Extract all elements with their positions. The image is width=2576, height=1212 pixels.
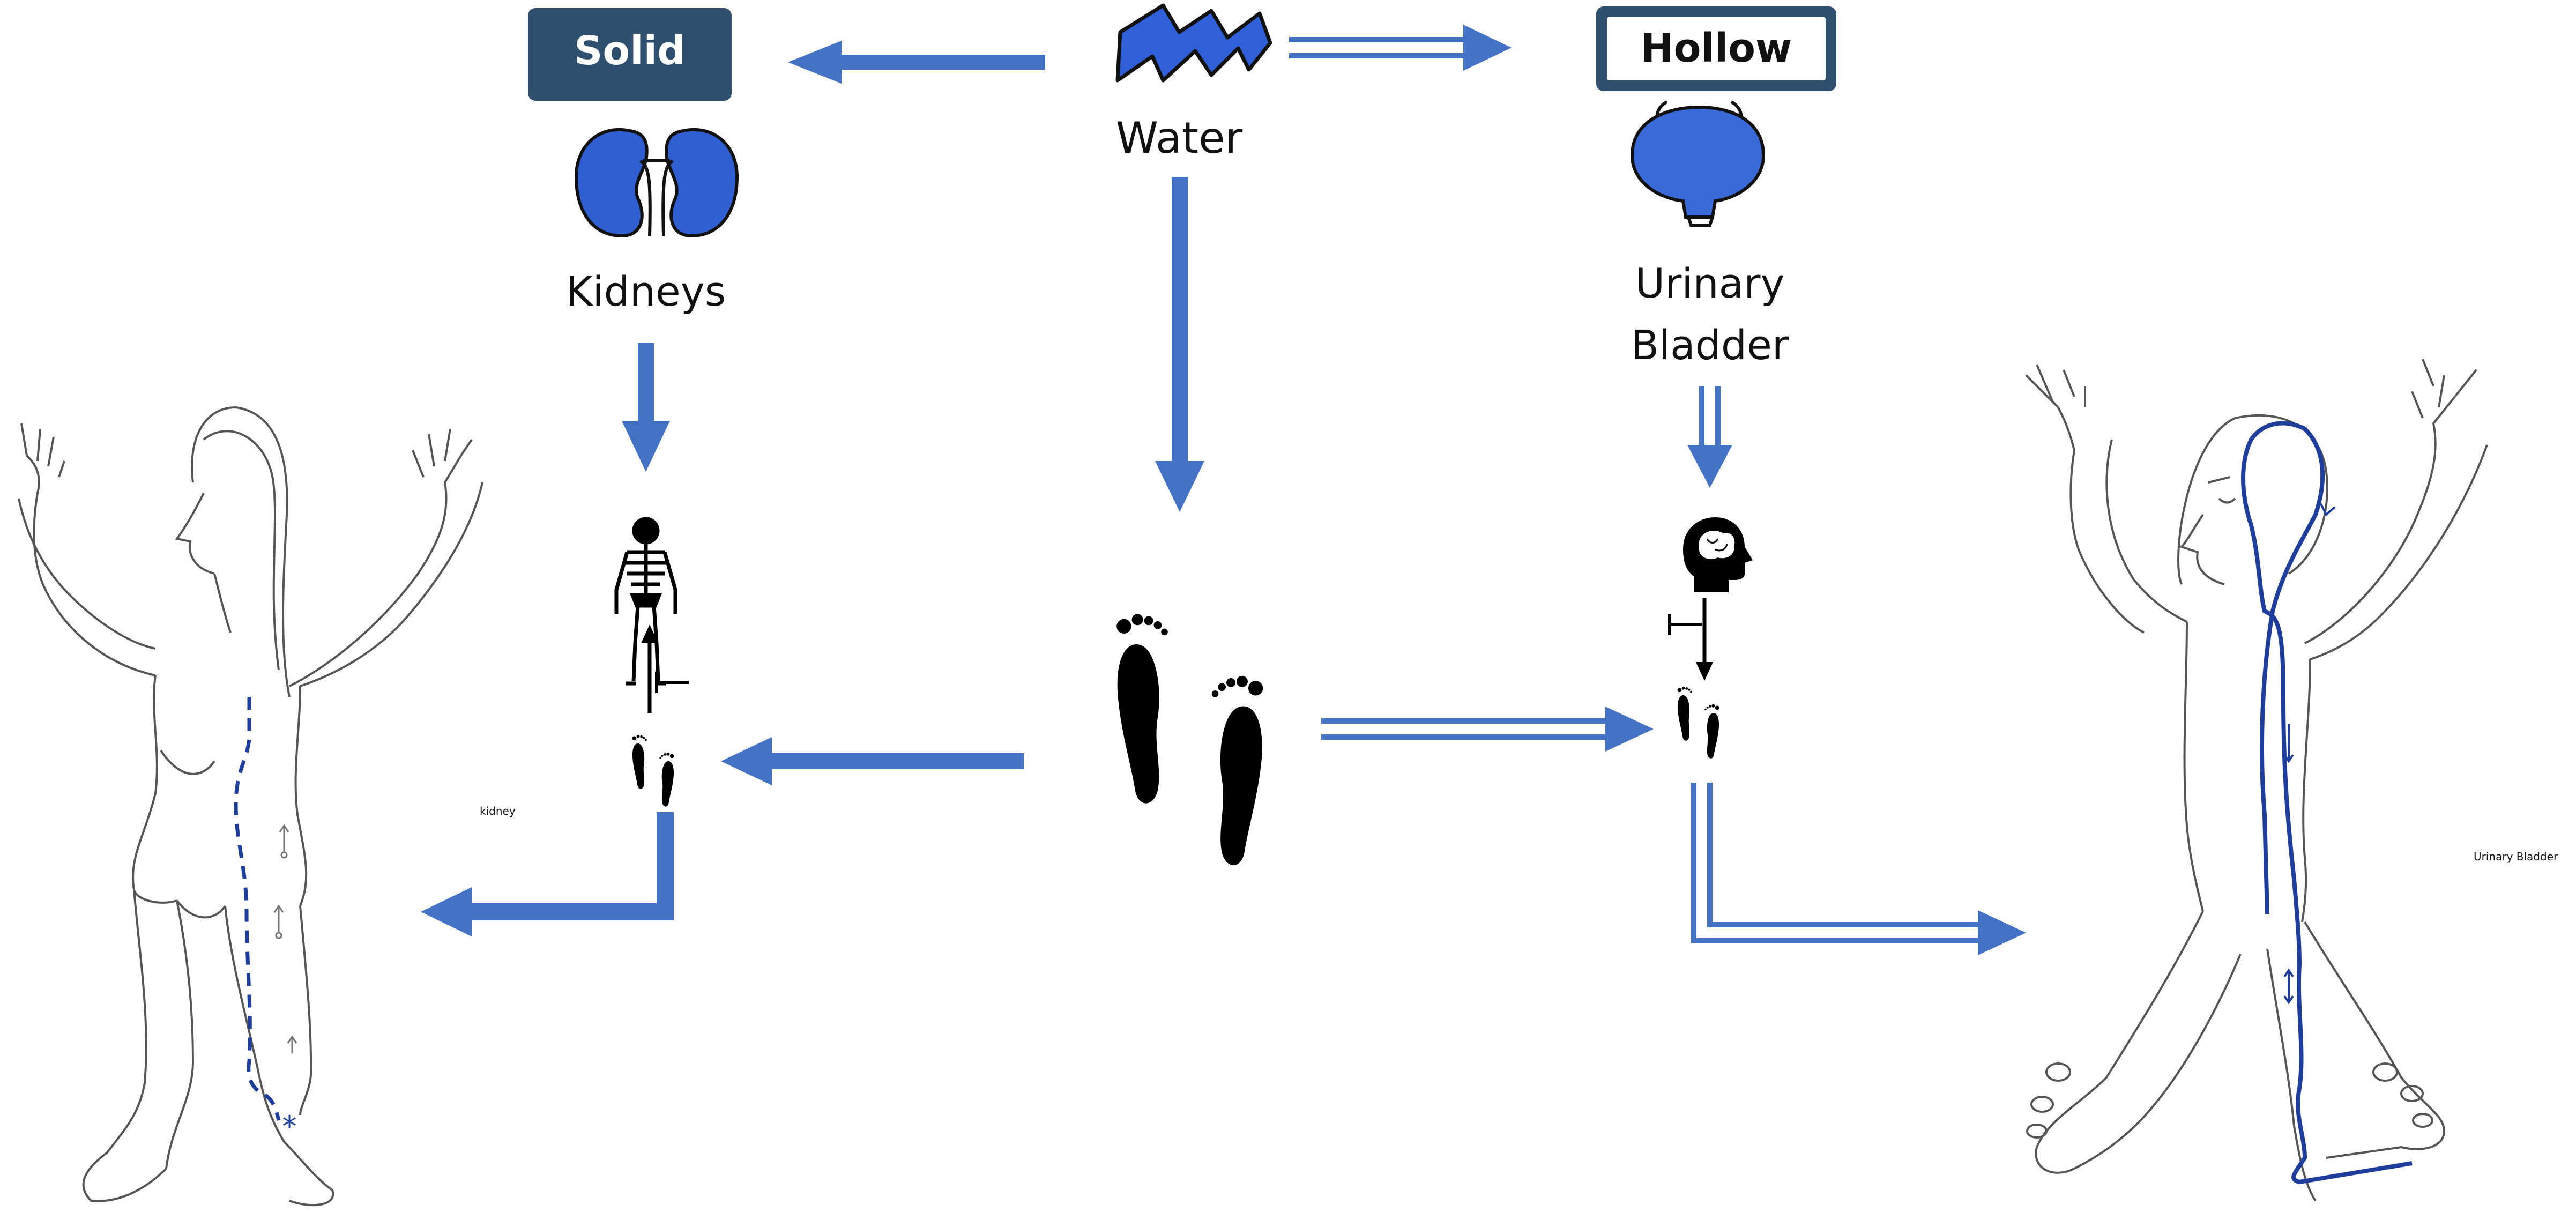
- water-zigzag-icon: [1115, 3, 1272, 83]
- right-flow-markers: [2283, 503, 2336, 1005]
- water-label: Water: [1116, 113, 1243, 163]
- bladder-meridian-line: [2241, 421, 2413, 1185]
- footprints-icon-right: [1677, 686, 1719, 759]
- arrow-feet-to-kidney: [721, 737, 1024, 785]
- right-body-figure: [2025, 359, 2488, 1202]
- arrow-feet-to-bladder: [1321, 707, 1654, 752]
- arrow-inhibit-up: [641, 624, 689, 713]
- arrow-water-to-hollow: [1289, 25, 1512, 71]
- arrow-kidneys-down: [622, 343, 670, 472]
- arrow-water-to-solid: [788, 41, 1045, 84]
- hollow-box: Hollow: [1596, 6, 1836, 91]
- arrow-bladder-to-figure: [1691, 783, 2026, 955]
- kidney-meridian-line: [234, 697, 281, 1121]
- arrow-bladder-down: [1687, 386, 1732, 488]
- footprints-icon-center: [1116, 614, 1263, 866]
- hollow-label: Hollow: [1641, 25, 1792, 71]
- kidneys-icon: [574, 128, 739, 238]
- footprints-icon-left: [632, 734, 674, 807]
- bladder-label-line2: Bladder: [1631, 321, 1789, 369]
- left-body-figure: [18, 406, 483, 1207]
- arrow-inhibit-down: [1668, 598, 1713, 681]
- bladder-label-line1: Urinary: [1635, 259, 1785, 307]
- skeleton-icon: [614, 517, 677, 686]
- left-flow-markers: [273, 824, 297, 1053]
- left-figure-caption: kidney: [480, 805, 516, 817]
- solid-box: Solid: [528, 8, 732, 101]
- arrow-kidney-to-figure: [421, 812, 674, 936]
- right-figure-caption: Urinary Bladder: [2474, 850, 2558, 863]
- arrow-water-to-feet: [1155, 177, 1204, 512]
- kidneys-label: Kidneys: [566, 267, 726, 315]
- solid-label: Solid: [574, 28, 686, 74]
- urinary-bladder-icon: [1630, 100, 1766, 227]
- kidney-point-marker: *: [282, 1110, 297, 1143]
- brain-head-icon: [1683, 517, 1753, 592]
